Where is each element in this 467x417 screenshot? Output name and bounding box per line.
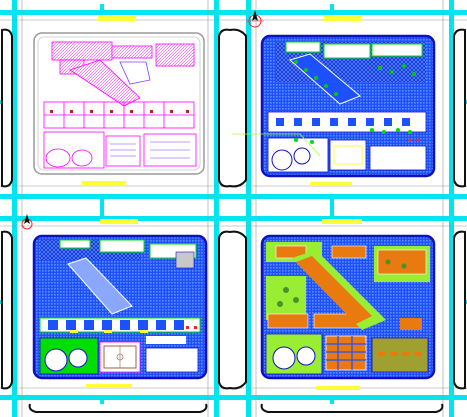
city-blocks xyxy=(1,28,466,413)
site-plan-paving xyxy=(32,234,208,380)
title-labels xyxy=(82,16,362,390)
north-arrow-icon xyxy=(246,10,264,28)
site-plan-linework xyxy=(33,32,205,175)
north-arrow-icon xyxy=(21,214,33,230)
site-plan-colour xyxy=(260,234,436,380)
site-plan-planting xyxy=(232,34,436,178)
